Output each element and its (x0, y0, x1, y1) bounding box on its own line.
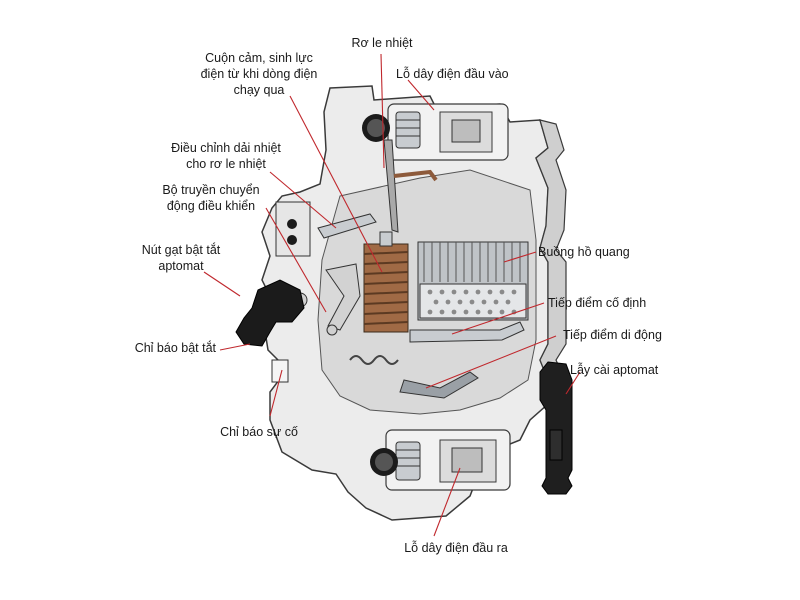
bottom-terminal (370, 429, 511, 491)
latch-linkage (325, 263, 361, 331)
magnetic-coil (363, 231, 409, 333)
heater-wire (393, 169, 438, 182)
upper-left-block (275, 201, 311, 257)
label-on-off-indicator: Chỉ báo bật tắt (134, 341, 216, 355)
breaker-illustration (235, 85, 573, 521)
leader-thermal-adjust (269, 171, 337, 229)
label-arc-chamber: Buồng hồ quang (538, 245, 630, 259)
return-spring (349, 355, 399, 365)
din-latch-part (539, 361, 573, 495)
label-din-latch: Lẫy cài aptomat (570, 363, 659, 377)
leader-moving-contact (425, 335, 557, 389)
mechanism-linkage (317, 213, 377, 239)
moving-contact-arm (399, 371, 479, 399)
bimetal-strip (383, 139, 399, 233)
leader-fault-indicator (269, 369, 283, 417)
leader-thermal-relay (380, 53, 385, 169)
label-moving-contact: Tiếp điểm di động (563, 328, 662, 342)
leader-output-terminal (433, 467, 461, 537)
label-toggle-lever: Nút gạt bật tắt aptomat (141, 243, 221, 273)
toggle-lever-part (235, 279, 305, 347)
leader-lines (203, 53, 581, 537)
label-thermal-adjust: Điều chỉnh dải nhiệt cho rơ le nhiệt (171, 141, 281, 171)
arc-chamber-plates (417, 241, 529, 321)
leader-toggle-lever (203, 271, 241, 297)
leader-on-off-indicator (219, 343, 251, 351)
label-fixed-contact: Tiếp điểm cố định (548, 296, 647, 310)
leader-din-latch (565, 371, 581, 395)
leader-input-terminal (407, 79, 435, 111)
leader-motion-transmitter (265, 207, 327, 313)
fixed-contact-blade (409, 321, 525, 343)
label-coil: Cuộn cảm, sinh lực điện từ khi dòng điện… (200, 51, 318, 97)
label-input-terminal: Lỗ dây điện đầu vào (396, 67, 509, 81)
leader-arc-chamber (503, 251, 537, 263)
label-fault-indicator: Chỉ báo sự cố (220, 425, 298, 439)
leader-fixed-contact (451, 302, 545, 335)
label-motion-transmitter: Bộ truyền chuyển động điều khiển (162, 183, 260, 213)
fault-indicator-window (271, 359, 289, 383)
label-output-terminal: Lỗ dây điện đầu ra (404, 541, 508, 555)
label-thermal-relay: Rơ le nhiệt (351, 36, 413, 50)
leader-coil (289, 95, 383, 273)
